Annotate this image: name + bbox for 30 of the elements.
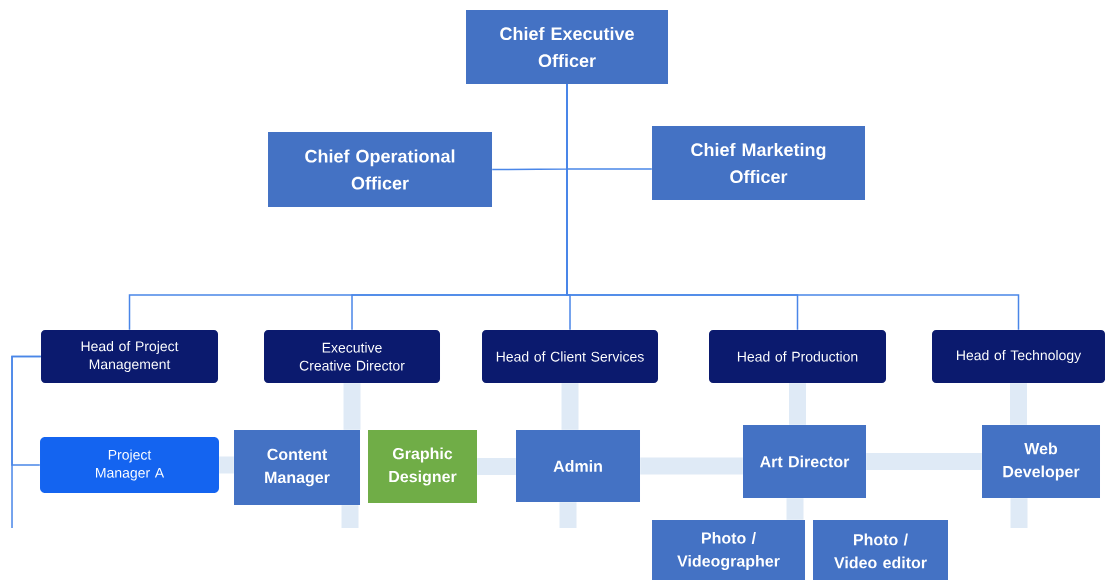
connector-line [566,83,1020,331]
position-box: Head of Project Management [41,330,218,383]
position-box: Head of Production [709,330,886,383]
position-box: Graphic Designer [368,430,477,503]
position-box: Art Director [743,425,866,498]
position-box: Photo / Video editor [813,520,948,580]
connector-line [789,383,806,425]
position-box: Chief Executive Officer [466,10,668,84]
position-box: Chief Marketing Officer [652,126,865,200]
position-box: Chief Operational Officer [268,132,492,207]
connector-line [219,456,234,474]
position-box: Web Developer [982,425,1100,498]
connector-line [561,383,579,430]
position-box: Head of Client Services [482,330,658,383]
connector-line [11,355,42,529]
connector-line [341,505,359,528]
position-box: Executive Creative Director [264,330,440,383]
position-box: Photo / Videographer [652,520,805,580]
position-box: Head of Technology [932,330,1105,383]
connector-line [559,502,577,528]
connector-line [343,383,361,430]
connector-line [640,457,743,475]
connector-line [477,458,516,475]
position-box: Project Manager A [40,437,219,493]
connector-line [1010,383,1027,425]
connector-line [786,498,804,520]
position-box: Content Manager [234,430,360,505]
connector-line [1010,498,1028,528]
connector-line [866,453,982,470]
position-box: Admin [516,430,640,502]
